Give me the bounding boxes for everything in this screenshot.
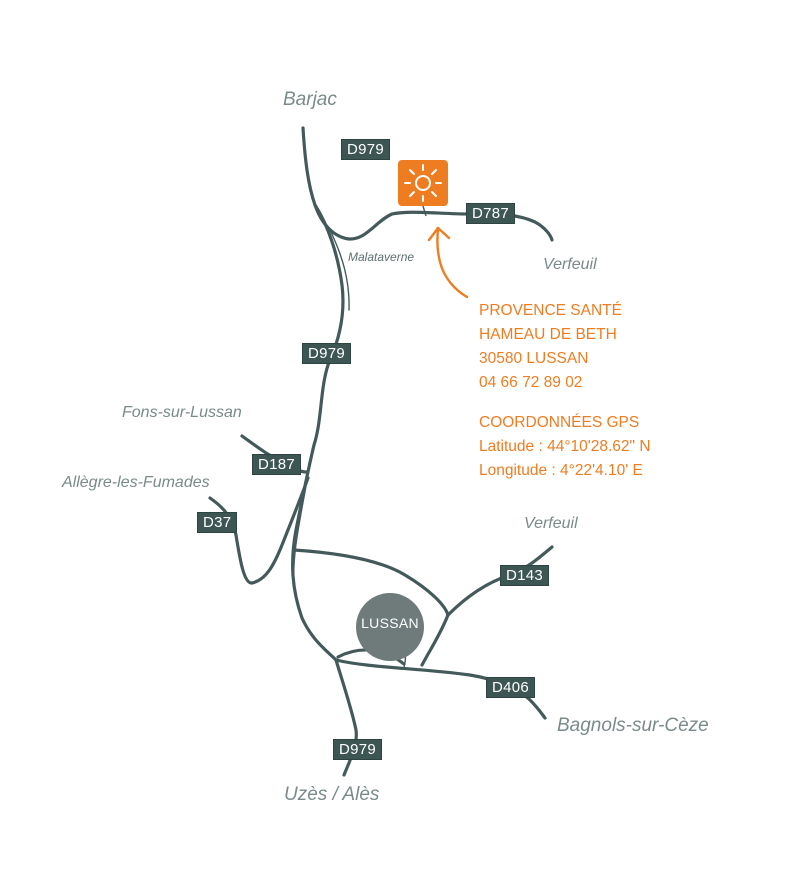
road-badge-d143: D143 bbox=[500, 565, 550, 586]
road-badge-d979-mid: D979 bbox=[302, 343, 352, 364]
road-badge-d187: D187 bbox=[252, 454, 302, 475]
lussan-circle bbox=[356, 593, 424, 661]
road-badge-d406: D406 bbox=[486, 677, 536, 698]
gps-longitude: Longitude : 4°22'4.10' E bbox=[479, 462, 643, 479]
road-badge-d37: D37 bbox=[197, 512, 238, 533]
place-uzes-ales: Uzès / Alès bbox=[284, 784, 380, 805]
road-east-south bbox=[420, 613, 450, 667]
destination-hamlet: HAMEAU DE BETH bbox=[479, 326, 617, 343]
road-malataverne-link bbox=[291, 203, 345, 662]
place-fons-sur-lussan: Fons-sur-Lussan bbox=[122, 404, 242, 421]
arrow-icon bbox=[427, 226, 469, 299]
gps-latitude: Latitude : 44°10'28.62" N bbox=[479, 438, 651, 455]
place-verfeuil-top: Verfeuil bbox=[543, 256, 597, 273]
road-d979-south bbox=[334, 658, 358, 777]
place-bagnols: Bagnols-sur-Cèze bbox=[557, 715, 709, 736]
place-verfeuil-bottom: Verfeuil bbox=[524, 515, 578, 532]
sun-icon bbox=[398, 160, 448, 217]
place-barjac: Barjac bbox=[283, 89, 337, 110]
destination-info: PROVENCE SANTÉ HAMEAU DE BETH 30580 LUSS… bbox=[479, 299, 622, 395]
gps-info: COORDONNÉES GPS Latitude : 44°10'28.62" … bbox=[479, 411, 651, 483]
road-badge-d979-bottom: D979 bbox=[333, 739, 383, 760]
road-loop-east bbox=[292, 548, 450, 617]
gps-heading: COORDONNÉES GPS bbox=[479, 414, 640, 431]
destination-name: PROVENCE SANTÉ bbox=[479, 302, 622, 319]
road-badge-d979-top: D979 bbox=[341, 139, 391, 160]
road-minor-parallel bbox=[292, 485, 307, 586]
place-allegre: Allègre-les-Fumades bbox=[62, 474, 210, 491]
place-malataverne: Malataverne bbox=[348, 250, 415, 264]
destination-postal: 30580 LUSSAN bbox=[479, 350, 589, 367]
destination-phone: 04 66 72 89 02 bbox=[479, 374, 583, 391]
road-minor-malataverne bbox=[329, 229, 350, 311]
road-d979-north bbox=[301, 126, 472, 241]
town-label-lussan: LUSSAN bbox=[361, 615, 419, 631]
road-badge-d787: D787 bbox=[466, 203, 516, 224]
